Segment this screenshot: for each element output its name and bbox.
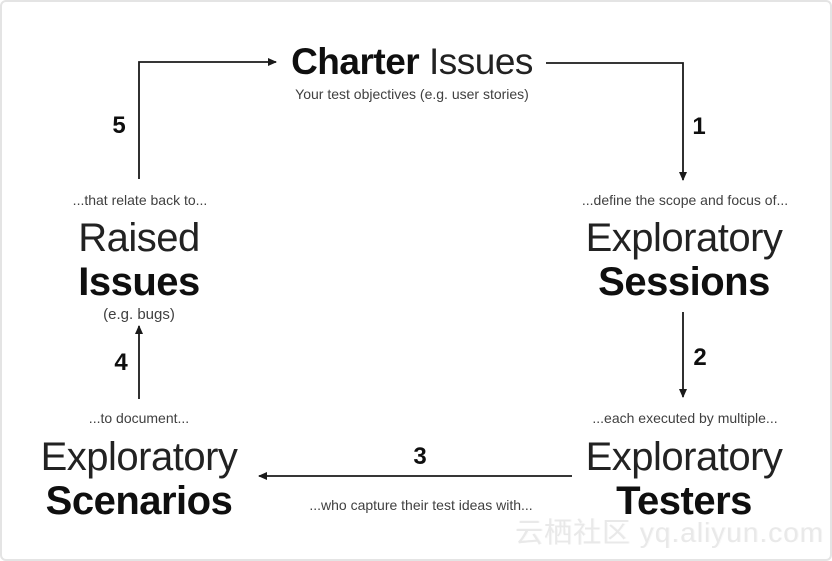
- arrow-5-raised-to-charter: [138, 58, 277, 179]
- connector-label-2: ...each executed by multiple...: [592, 410, 778, 426]
- sessions-line2: Sessions: [598, 260, 770, 304]
- node-exploratory-scenarios: Exploratory Scenarios: [41, 435, 238, 523]
- testers-line1: Exploratory: [585, 435, 783, 479]
- connector-label-4: ...to document...: [88, 410, 190, 426]
- watermark-yunqi: 云栖社区 yq.aliyun.com: [515, 517, 824, 548]
- node-raised-issues: Raised Issues (e.g. bugs): [78, 216, 200, 324]
- connector-label-3: ...who capture their test ideas with...: [309, 497, 533, 513]
- arrow-1-charter-to-sessions: [546, 62, 687, 181]
- testers-line2: Testers: [616, 479, 752, 523]
- node-charter-issues: Charter Issues Your test objectives (e.g…: [291, 40, 533, 103]
- node-exploratory-sessions: Exploratory Sessions: [586, 216, 783, 304]
- charter-title-bold: Charter: [291, 41, 420, 82]
- step-number-1: 1: [692, 113, 706, 140]
- step-number-4: 4: [114, 349, 128, 376]
- connector-label-5: ...that relate back to...: [72, 192, 208, 208]
- raised-line1: Raised: [78, 216, 200, 260]
- step-number-2: 2: [693, 344, 707, 371]
- step-number-3: 3: [413, 443, 427, 470]
- charter-title-light: Issues: [419, 41, 533, 82]
- step-number-5: 5: [112, 112, 126, 139]
- scenarios-line1: Exploratory: [40, 435, 238, 479]
- raised-line2: Issues: [78, 260, 200, 304]
- raised-subtitle: (e.g. bugs): [103, 306, 175, 323]
- scenarios-line2: Scenarios: [45, 479, 233, 523]
- node-exploratory-testers: Exploratory Testers: [586, 435, 783, 523]
- charter-subtitle: Your test objectives (e.g. user stories): [295, 86, 529, 102]
- connector-label-1: ...define the scope and focus of...: [581, 192, 789, 208]
- sessions-line1: Exploratory: [585, 216, 783, 260]
